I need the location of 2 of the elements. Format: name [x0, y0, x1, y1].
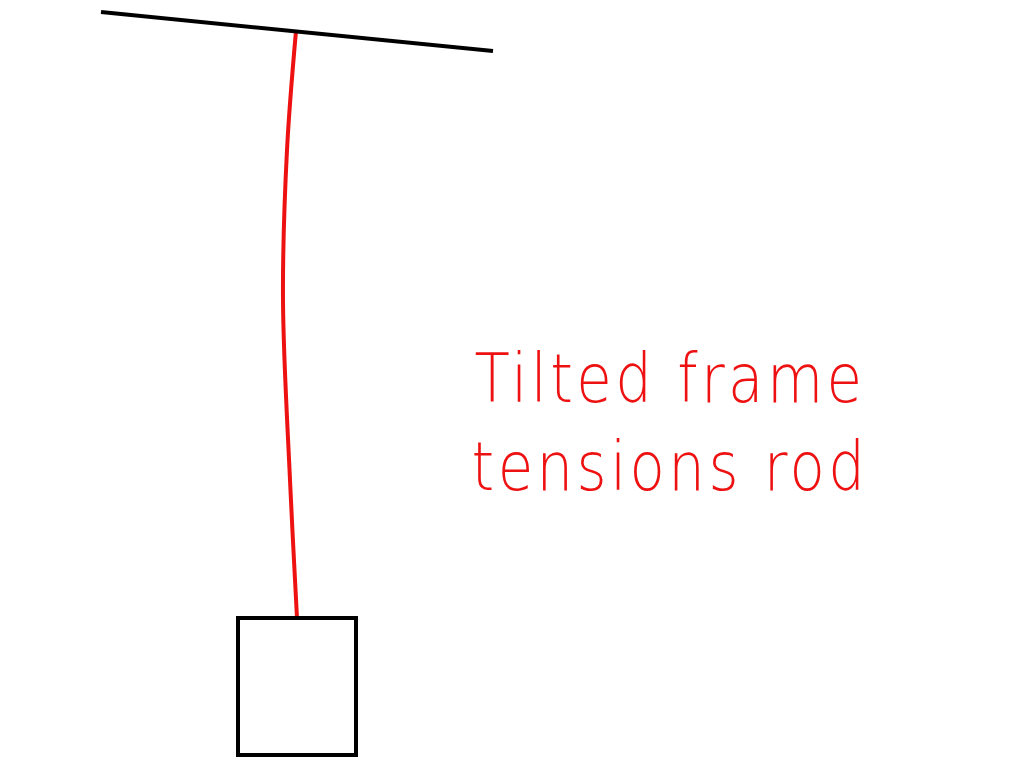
rod-line: [280, 30, 299, 619]
annotation-text: Tilted frame tensions rod: [470, 338, 870, 508]
